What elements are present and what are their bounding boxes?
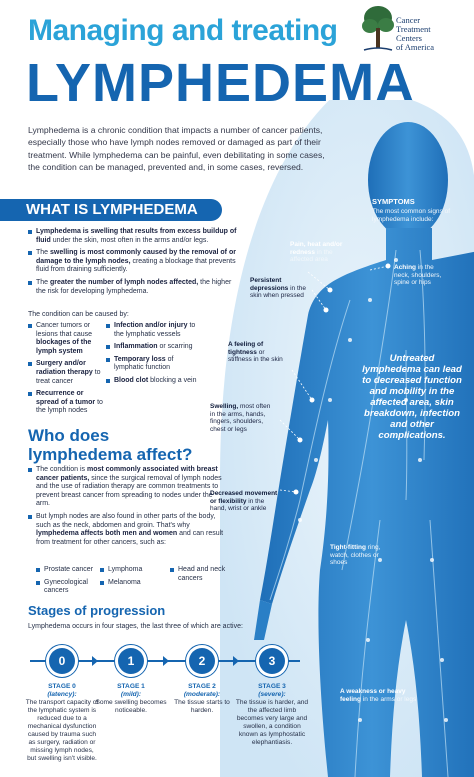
who-heading-line-2: lymphedema affect? [28,445,193,464]
cancers-column-2: Lymphoma Melanoma [98,566,166,591]
list-item: Blood clot blocking a vein [106,377,204,386]
list-item: Temporary loss of lymphatic function [106,356,204,373]
logo-line: Cancer [396,15,421,25]
list-item: Head and neck cancers [170,566,236,583]
untreated-callout: Untreated lymphedema can lead to decreas… [362,353,462,441]
logo-line: of America [396,42,434,52]
symptom-weakness: A weakness or heavy feeling in the arms … [340,688,417,703]
who-list: The condition is most commonly associate… [26,466,226,551]
who-heading-line-1: Who does [28,426,110,445]
chevron-right-icon [233,656,239,666]
causes-column-1: Cancer tumors or lesions that cause bloc… [26,322,106,420]
cancers-column-3: Head and neck cancers [168,566,236,587]
list-item: Lymphedema is swelling that results from… [28,228,237,244]
list-item: Infection and/or injury to the lymphatic… [106,322,204,339]
stage-0-text: STAGE 0 (latency): The transport capacit… [25,683,99,763]
stage-2-marker: 2 [189,648,215,674]
stage-severity: (moderate): [183,691,221,698]
list-item: Melanoma [100,579,166,588]
intro-paragraph: Lymphedema is a chronic condition that i… [28,125,325,173]
logo-line: Treatment [396,24,431,34]
symptom-pain: Pain, heat and/or redness in the affecte… [290,241,343,264]
symptom-aching: Aching in the neck, shoulders, spine or … [394,264,442,287]
list-item: Inflammation or scarring [106,343,204,352]
causes-lead: The condition can be caused by: [28,311,129,318]
stage-0-marker: 0 [49,648,75,674]
list-item: Prostate cancer [36,566,102,575]
title-line-1: Managing and treating [28,14,338,47]
stage-label: STAGE 3 [258,683,286,690]
stage-3-marker: 3 [259,648,285,674]
body-silhouette [220,100,474,777]
tree-icon [362,6,394,51]
causes-column-2: Infection and/or injury to the lymphatic… [104,322,204,390]
logo-line: Centers [396,33,422,43]
stage-severity: (latency): [47,691,77,698]
stage-description: Some swelling becomes noticeable. [95,699,167,714]
who-heading: Who does lymphedema affect? [28,426,192,464]
stage-description: The tissue is harder, and the affected l… [235,699,309,746]
stage-1-marker: 1 [118,648,144,674]
list-item: The condition is most commonly associate… [28,466,226,509]
stage-description: The transport capacity of the lymphatic … [25,699,99,762]
list-item: Surgery and/or radiation therapy to trea… [28,360,106,386]
cancers-column-1: Prostate cancer Gynecological cancers [34,566,102,600]
symptom-depressions: Persistent depressions in the skin when … [250,277,307,300]
stage-label: STAGE 1 [117,683,145,690]
list-item: The swelling is most commonly caused by … [28,249,238,275]
list-item: But lymph nodes are also found in other … [28,513,226,547]
list-item: Cancer tumors or lesions that cause bloc… [28,322,106,356]
logo-text: Cancer Treatment Centers of America [396,16,434,52]
stage-description: The tissue starts to harden. [174,699,230,714]
stage-2-text: STAGE 2 (moderate): The tissue starts to… [165,683,239,715]
symptom-connectors [279,263,391,495]
list-item: Recurrence or spread of a tumor to the l… [28,390,106,416]
stage-1-text: STAGE 1 (mild): Some swelling becomes no… [94,683,168,715]
chevron-right-icon [92,656,98,666]
what-is-heading: WHAT IS LYMPHEDEMA [0,199,222,221]
list-item: Lymphoma [100,566,166,575]
stage-label: STAGE 0 [48,683,76,690]
symptom-swelling: Swelling, most often in the arms, hands,… [210,403,271,433]
symptoms-subheading: The most common signs of lymphedema incl… [372,208,451,223]
stage-3-text: STAGE 3 (severe): The tissue is harder, … [235,683,309,747]
stages-lead: Lymphedema occurs in four stages, the la… [28,623,243,630]
list-item: Gynecological cancers [36,579,102,596]
chevron-right-icon [163,656,169,666]
what-is-list: Lymphedema is swelling that results from… [26,228,238,300]
symptom-tightness: A feeling of tightness or stiffness in t… [228,341,283,364]
symptom-jewelry: Tight-fitting ring, watch, clothes or sh… [330,544,381,567]
stage-severity: (mild): [120,691,142,698]
stage-severity: (severe): [258,691,286,698]
cancer-treatment-centers-logo: Cancer Treatment Centers of America [360,4,470,56]
stage-label: STAGE 2 [188,683,216,690]
stages-heading: Stages of progression [28,603,166,618]
symptoms-heading: SYMPTOMS [372,197,415,206]
symptom-movement: Decreased movement or flexibility in the… [210,490,278,513]
list-item: The greater the number of lymph nodes af… [28,279,238,296]
